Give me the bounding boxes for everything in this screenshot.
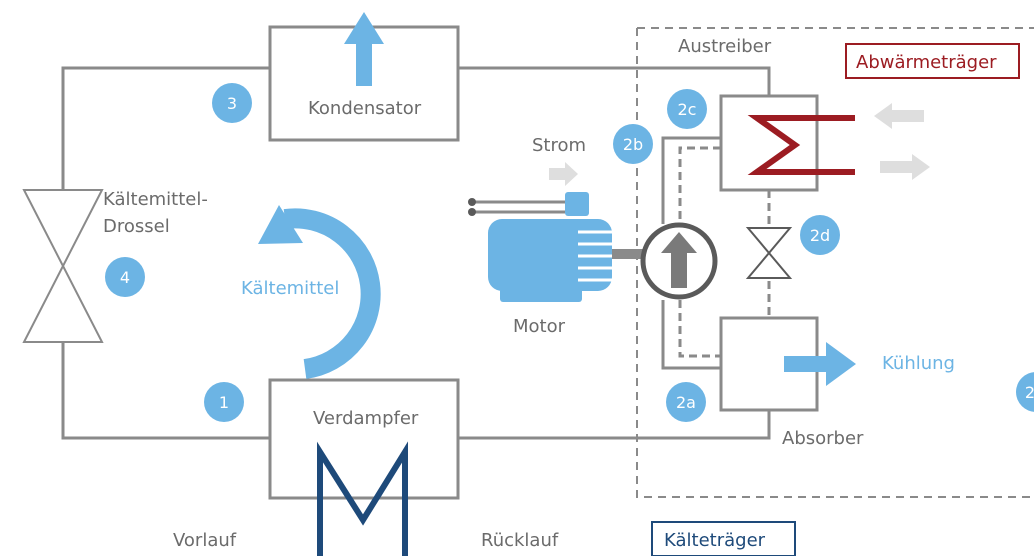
waste-heat-carrier-label: Abwärmeträger	[856, 52, 997, 73]
generator-box	[719, 94, 819, 192]
solution-circuit	[661, 136, 771, 370]
refrigerant-label: Kältemittel	[241, 278, 339, 299]
absorber-label: Absorber	[782, 428, 864, 449]
chilled-carrier-label: Kälteträger	[664, 530, 766, 551]
chilled-carrier-box	[651, 521, 796, 556]
motor	[468, 192, 644, 302]
svg-text:1: 1	[219, 393, 229, 412]
svg-text:2: 2	[1025, 383, 1034, 402]
badge-2b: 2b	[613, 124, 653, 164]
badge-3: 3	[212, 83, 252, 123]
chilled-water-coil	[317, 441, 408, 556]
system-boundary-dashed	[636, 27, 1034, 498]
waste-heat-out-arrow	[880, 154, 930, 180]
supply-label: Vorlauf	[173, 530, 237, 551]
expansion-valve	[22, 189, 104, 343]
condenser-label: Kondensator	[308, 98, 422, 119]
waste-heat-coil	[747, 115, 855, 175]
evaporator-label: Verdampfer	[313, 408, 419, 429]
throttle-label-line2: Drossel	[103, 216, 170, 237]
badge-2a: 2a	[666, 382, 706, 422]
svg-text:2a: 2a	[676, 393, 696, 412]
solution-pump	[640, 222, 718, 300]
refrigerant-loop	[61, 66, 771, 440]
badge-2: 2	[1016, 372, 1034, 412]
badge-4: 4	[105, 257, 145, 297]
svg-text:2d: 2d	[810, 226, 830, 245]
solution-valve	[745, 227, 793, 279]
badge-1: 1	[204, 382, 244, 422]
evaporator-box	[268, 378, 460, 500]
heat-out-arrow	[344, 12, 384, 86]
motor-label: Motor	[513, 316, 566, 337]
refrigerant-cycle-arrow	[283, 208, 381, 379]
waste-heat-carrier-box	[845, 43, 1020, 79]
svg-text:4: 4	[120, 268, 130, 287]
cooling-label: Kühlung	[882, 353, 955, 374]
badge-2d: 2d	[800, 215, 840, 255]
cooling-arrow	[784, 342, 856, 386]
svg-text:2c: 2c	[678, 100, 697, 119]
waste-heat-in-arrow	[874, 103, 924, 129]
power-label: Strom	[532, 135, 586, 156]
power-arrow	[549, 162, 578, 186]
generator-label: Austreiber	[678, 36, 772, 57]
refrigerant-cycle-arrowhead	[258, 205, 303, 244]
throttle-label-line1: Kältemittel-	[103, 189, 208, 210]
badge-2c: 2c	[667, 89, 707, 129]
svg-text:2b: 2b	[623, 135, 643, 154]
svg-text:3: 3	[227, 94, 237, 113]
return-label: Rücklauf	[481, 530, 559, 551]
